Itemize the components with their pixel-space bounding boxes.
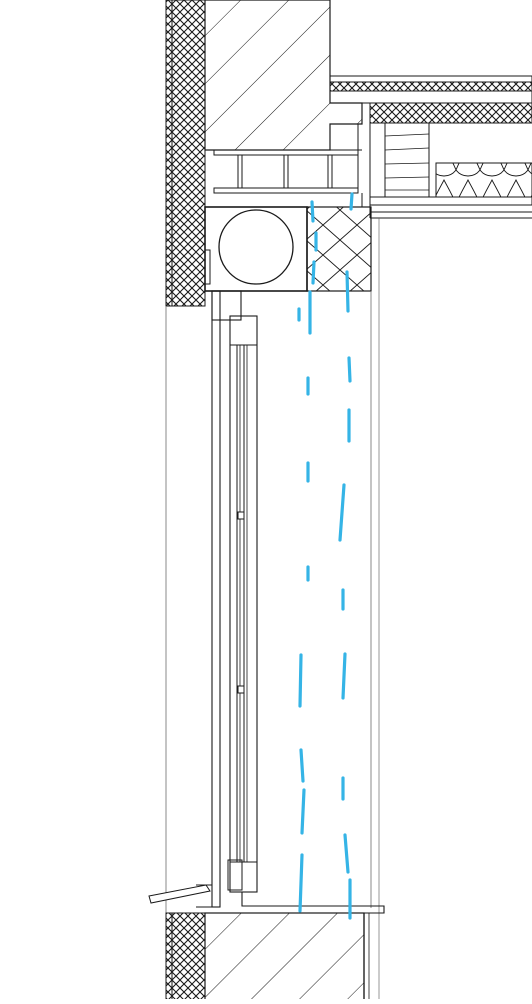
- shutter-guide: [211, 290, 242, 908]
- interior-reveal: [165, 218, 380, 1000]
- floor-slab: [329, 75, 532, 124]
- masonry-wall-upper: [204, 0, 363, 151]
- exterior-insulation-lower: [165, 912, 206, 1004]
- masonry-wall-lower: [204, 912, 370, 1004]
- ceiling-board: [369, 123, 532, 219]
- blue-markup-lines: [297, 192, 354, 920]
- lintel-truss: [213, 124, 359, 194]
- glazing: [236, 345, 248, 862]
- window-frame: [227, 315, 258, 893]
- timber-batten: [384, 122, 430, 198]
- floor-insulation: [435, 162, 532, 198]
- exterior-insulation-upper: [165, 0, 206, 307]
- shutter-roll: [218, 209, 294, 285]
